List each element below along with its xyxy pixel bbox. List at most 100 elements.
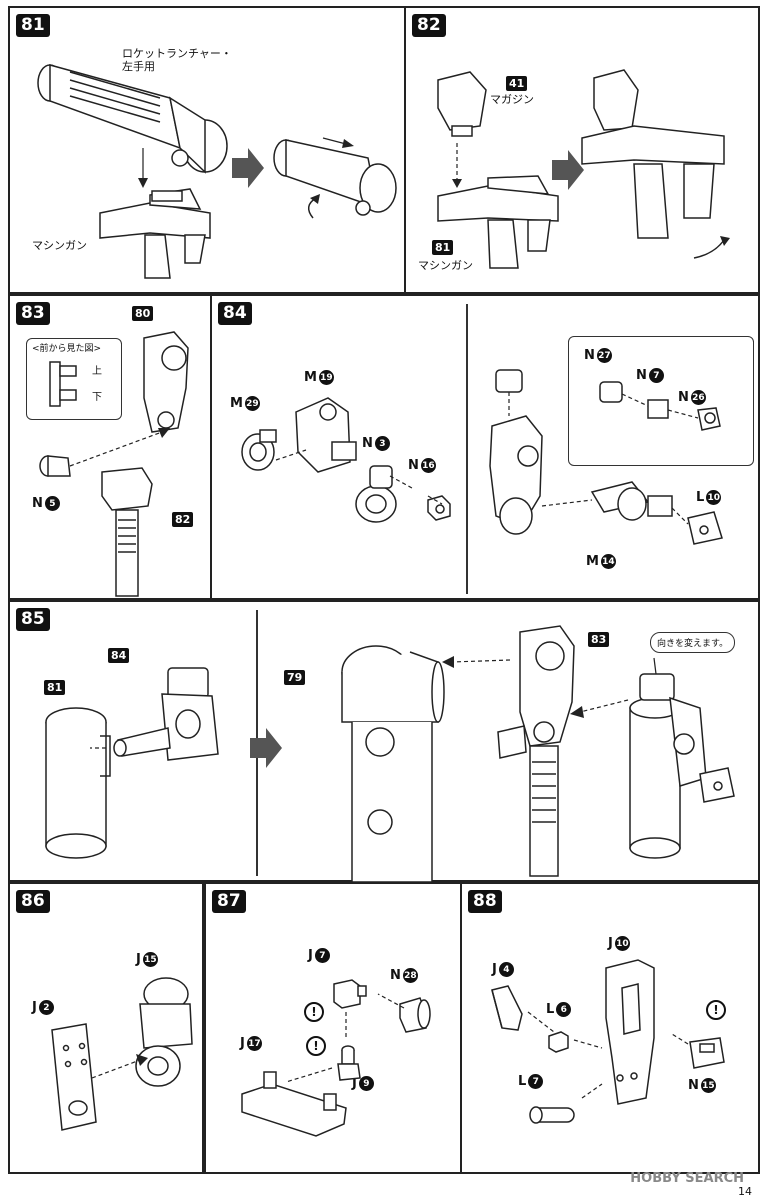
inset-part-shape [49, 361, 77, 407]
part-tag-41: 41 [506, 76, 528, 91]
part-80-illustration [143, 331, 189, 433]
next-arrow [232, 148, 264, 188]
dashed-arrow [442, 656, 511, 668]
dashed-arrow [91, 1054, 148, 1079]
part-j7-block [333, 979, 367, 1009]
part-j4-bracket [491, 985, 523, 1031]
caution-icon: ! [706, 1000, 726, 1020]
step-82-panel: 82 41 マガジン 81 マシンガン [404, 6, 760, 294]
label-machinegun: マシンガン [418, 259, 473, 272]
label-rocket-launcher: ロケットランチャー・ 左手用 [122, 47, 232, 73]
page-number: 14 [738, 1185, 752, 1198]
part-m29-illustration [241, 429, 277, 471]
assembly-83-illustration [497, 625, 575, 877]
part-l7-handle [529, 1106, 575, 1124]
part-n5-illustration [39, 455, 71, 477]
step-number: 86 [16, 890, 50, 913]
inset-label-top: 上 [92, 366, 102, 377]
part-tag-83: 83 [588, 632, 610, 647]
part-m19-illustration [295, 397, 357, 473]
label-machinegun: マシンガン [32, 239, 87, 252]
hobby-search-logo: HOBBY SEARCH [630, 1171, 744, 1186]
part-l6-cube [548, 1031, 569, 1053]
next-arrow [552, 150, 584, 190]
divider [466, 304, 468, 594]
machinegun-illustration [437, 175, 559, 269]
part-79-leg [341, 645, 445, 883]
part-j10-frame [605, 959, 655, 1105]
part-tag-79: 79 [284, 670, 306, 685]
part-j17-base [241, 1071, 347, 1137]
part-82-illustration [101, 467, 153, 597]
dashed-arrow [69, 428, 170, 467]
rocket-launcher-illustration [37, 64, 228, 174]
part-j2-plate [51, 1023, 97, 1131]
part-tag-82: 82 [172, 512, 194, 527]
part-tag-81: 81 [432, 240, 454, 255]
step-number: 82 [412, 14, 446, 37]
dashed-arrow [452, 143, 462, 188]
step-number: 85 [16, 608, 50, 631]
machinegun-with-magazine [581, 69, 730, 259]
caution-icon: ! [304, 1002, 324, 1022]
part-n28-cap [399, 997, 431, 1033]
part-81-cylinder [45, 707, 111, 859]
step-number: 81 [16, 14, 50, 37]
next-arrow [250, 728, 282, 768]
inset-parts-illustration [599, 381, 721, 431]
part-tag-84: 84 [108, 648, 130, 663]
inset-title: <前から見た図> [32, 344, 102, 354]
dashed-arrows [527, 1011, 689, 1099]
part-n16-illustration [427, 495, 451, 521]
part-n15-clip [689, 1037, 725, 1069]
part-n3-illustration [355, 465, 397, 523]
assembly-85-illustration [629, 657, 735, 859]
machinegun-illustration [99, 188, 211, 279]
step-number: 88 [468, 890, 502, 913]
rocket-launcher-attached [273, 137, 397, 219]
dashed-arrow [570, 699, 629, 718]
magazine-illustration [437, 71, 487, 137]
part-j9-peg [337, 1045, 361, 1081]
part-84-arm [90, 667, 219, 761]
dashed-arrows-left [275, 449, 443, 505]
assembly-84-illustration [489, 369, 723, 545]
caution-icon: ! [306, 1036, 326, 1056]
part-tag-80: 80 [132, 306, 154, 321]
label-magazine: マガジン [490, 93, 534, 106]
step-81-panel: 81 ロケットランチャー・ 左手用 マシンガン [8, 6, 406, 294]
arrow-down [138, 148, 148, 188]
orientation-callout: 向きを変えます。 [650, 632, 736, 653]
step-85-panel: 85 84 81 79 [8, 600, 760, 883]
dashed-arrows [285, 993, 405, 1083]
step-number: 87 [212, 890, 246, 913]
step-number: 83 [16, 302, 50, 325]
part-j15-joint [135, 977, 193, 1087]
step-number: 84 [218, 302, 252, 325]
front-view-inset [26, 338, 122, 420]
inset-label-bottom: 下 [92, 392, 102, 403]
